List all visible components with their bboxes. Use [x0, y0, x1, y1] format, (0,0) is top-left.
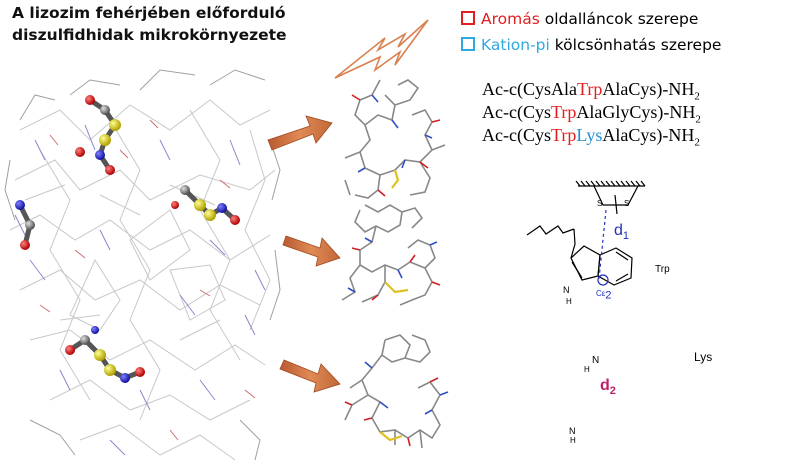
- d1-letter: d: [614, 222, 623, 239]
- formula-3-sub: 2: [694, 136, 700, 149]
- legend-aromatic: Aromás oldalláncok szerepe: [461, 9, 698, 29]
- arrow-to-peptide-1: [267, 115, 333, 151]
- formula-3-trp: Trp: [550, 125, 577, 145]
- peptide-structure-2: [341, 204, 441, 306]
- formula-1-sub: 2: [694, 90, 700, 103]
- title-line-1: A lizozim fehérjében előforduló: [12, 4, 286, 22]
- trp-disulfide-diagram: [526, 180, 646, 286]
- blue-square-icon: [461, 37, 475, 51]
- ce2-label: Cε2: [596, 289, 611, 302]
- formula-1-trp: Trp: [576, 79, 603, 99]
- d2-subscript: 2: [609, 385, 616, 398]
- d1-subscript: 1: [622, 230, 630, 243]
- ammonium-n-label: N: [592, 355, 600, 366]
- lys-label: Lys: [694, 350, 713, 364]
- distance-d1-label: d1: [614, 222, 629, 242]
- arrow-to-peptide-2: [282, 235, 341, 267]
- lightning-bolt-icon: [334, 19, 429, 79]
- indole-h-label-2: H: [570, 436, 576, 445]
- formula-2-mid: AlaGlyCys)-NH: [576, 102, 696, 122]
- protein-disulfide-highlights: [15, 95, 240, 383]
- formula-3-pre: Ac-c(Cys: [482, 125, 551, 145]
- legend-aromatic-text: oldalláncok szerepe: [539, 10, 699, 28]
- legend-cation-pi-text: kölcsönhatás szerepe: [549, 36, 722, 54]
- formula-3: Ac-c(CysTrpLysAlaCys)-NH2: [482, 124, 700, 154]
- ce-subscript: 2: [605, 289, 612, 302]
- red-square-icon: [461, 11, 475, 25]
- ce-letter: Cε: [596, 289, 606, 298]
- formula-2-pre: Ac-c(Cys: [482, 102, 551, 122]
- ammonium-h-label: H: [584, 365, 590, 374]
- formula-2-trp: Trp: [550, 102, 577, 122]
- peptide-structure-3: [344, 334, 449, 449]
- indole-h-label-1: H: [566, 297, 572, 306]
- legend-aromatic-key: Aromás: [481, 10, 540, 28]
- formula-1-mid: AlaCys)-NH: [602, 79, 695, 99]
- distance-d2-label: d2: [600, 377, 616, 397]
- slide-title: A lizozim fehérjében előforduló diszulfi…: [12, 2, 287, 46]
- legend-cation-pi: Kation-pi kölcsönhatás szerepe: [461, 35, 721, 55]
- formula-3-lys: Lys: [576, 125, 603, 145]
- sulfur-label-2: S: [624, 199, 630, 208]
- trp-label: Trp: [655, 264, 670, 275]
- formula-2-sub: 2: [695, 113, 701, 126]
- formula-2: Ac-c(CysTrpAlaGlyCys)-NH2: [482, 101, 701, 131]
- formula-1-pre: Ac-c(CysAla: [482, 79, 577, 99]
- d2-letter: d: [600, 377, 610, 394]
- formula-3-post: AlaCys)-NH: [602, 125, 695, 145]
- indole-n-label-2: N: [569, 426, 576, 436]
- sulfur-label-1: S: [597, 199, 603, 208]
- arrow-to-peptide-3: [279, 359, 341, 393]
- lysozyme-wireframe-structure: [4, 69, 281, 461]
- formula-1: Ac-c(CysAlaTrpAlaCys)-NH2: [482, 78, 700, 108]
- title-line-2: diszulfidhidak mikrokörnyezete: [12, 26, 287, 44]
- peptide-structure-1: [344, 79, 446, 199]
- indole-n-label-1: N: [563, 285, 570, 295]
- legend-cation-pi-key: Kation-pi: [481, 36, 550, 54]
